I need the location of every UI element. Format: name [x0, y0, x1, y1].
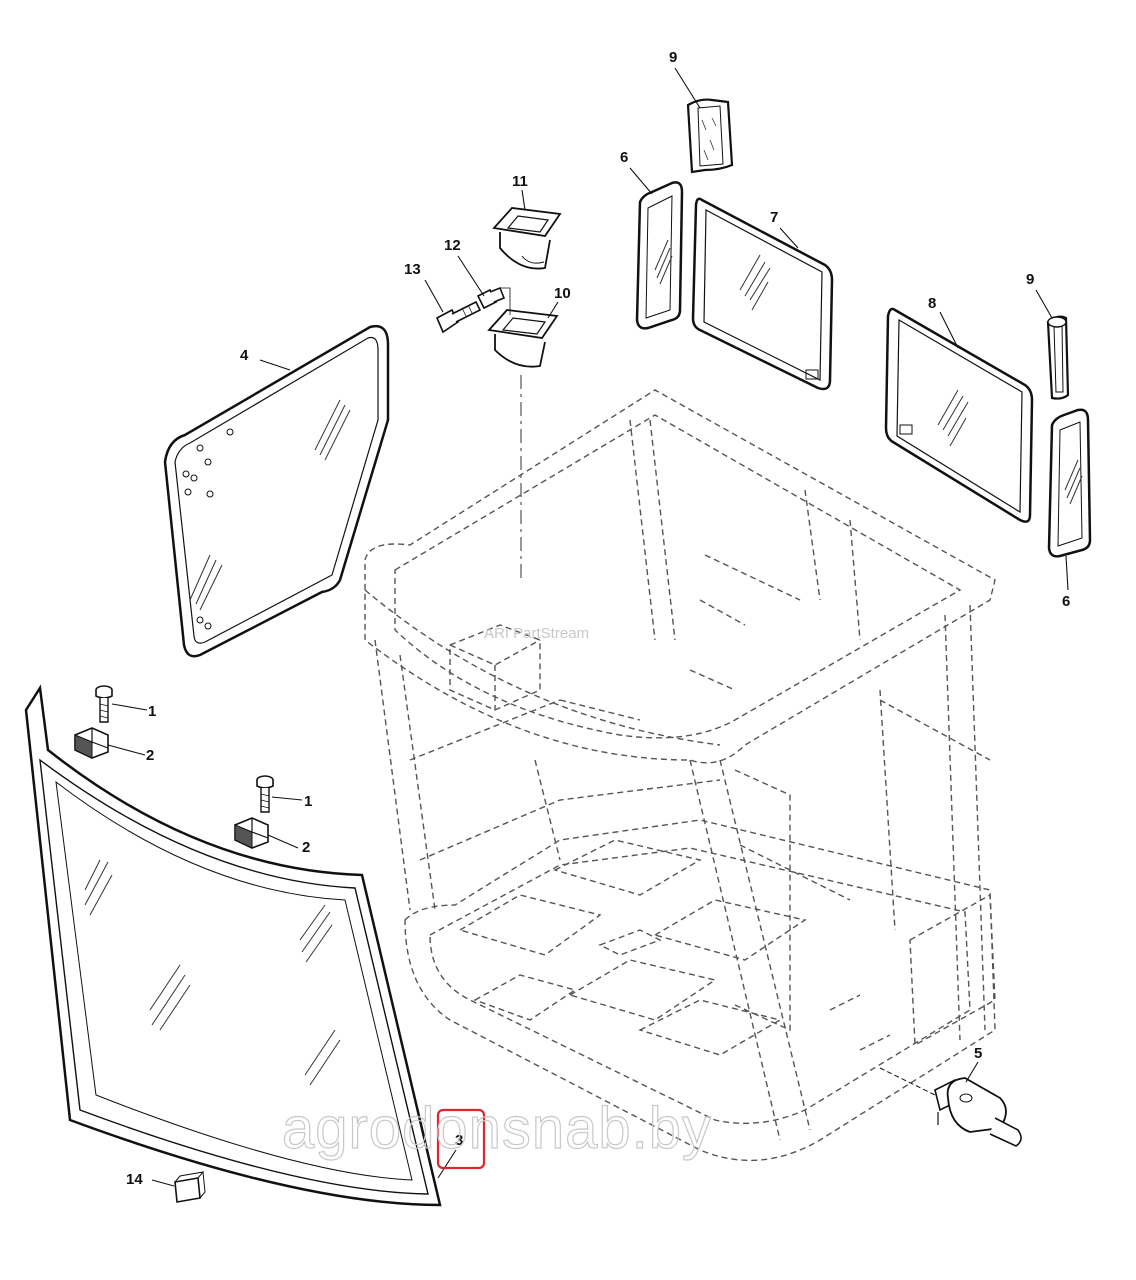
callout-8: 8 [928, 295, 936, 312]
callout-7: 7 [770, 209, 778, 226]
callout-1-upper: 1 [148, 703, 156, 720]
washer-pump-part-5 [879, 1067, 1022, 1147]
callout-2-upper: 2 [146, 747, 154, 764]
side-glass-part-8 [884, 307, 1034, 523]
callout-6-upper: 6 [620, 149, 628, 166]
callout-11: 11 [512, 173, 528, 190]
cab-frame [364, 389, 996, 1162]
screw-part-12 [476, 286, 506, 310]
glass-reflection-marks [84, 859, 341, 1086]
callout-3-highlight-box [436, 1108, 486, 1170]
small-glass-part-6-upper [635, 181, 684, 330]
seal-strip-part-9-upper [686, 98, 734, 174]
callout-10: 10 [554, 285, 571, 302]
mounting-holes [182, 428, 234, 630]
callout-3: 3 [455, 1132, 463, 1149]
bolt-part-1-lower [256, 775, 274, 813]
site-watermark: agrodonsnab.by [282, 1096, 712, 1161]
seal-strip-part-9-lower [1046, 315, 1070, 400]
vent-housing-part-10 [487, 309, 559, 368]
callout-6-lower: 6 [1062, 593, 1070, 610]
vent-housing-part-11 [492, 207, 562, 270]
callout-13: 13 [404, 261, 421, 278]
bolt-part-1-upper [95, 685, 113, 723]
clip-part-2-lower [234, 817, 269, 849]
spacer-block-part-14 [174, 1171, 206, 1203]
screw-part-13 [435, 300, 482, 334]
callout-leaders [107, 67, 1069, 1187]
left-side-glass-part-4 [163, 324, 390, 658]
callout-9-lower: 9 [1026, 271, 1034, 288]
callout-1-lower: 1 [304, 793, 312, 810]
callout-5: 5 [974, 1045, 982, 1062]
callout-2-lower: 2 [302, 839, 310, 856]
clip-part-2-upper [74, 727, 109, 759]
partstream-watermark: ARI PartStream [484, 625, 589, 642]
small-glass-part-6-lower [1047, 408, 1092, 558]
callout-4: 4 [240, 347, 249, 364]
front-windshield-part-3 [24, 684, 442, 1207]
callout-9-upper: 9 [669, 49, 677, 66]
callout-12: 12 [444, 237, 461, 254]
rear-glass-part-7 [691, 197, 834, 391]
callout-14: 14 [126, 1171, 143, 1188]
callout-labels: 9 6 7 9 8 6 11 12 13 10 4 1 2 1 2 5 14 3 [126, 49, 1070, 1188]
